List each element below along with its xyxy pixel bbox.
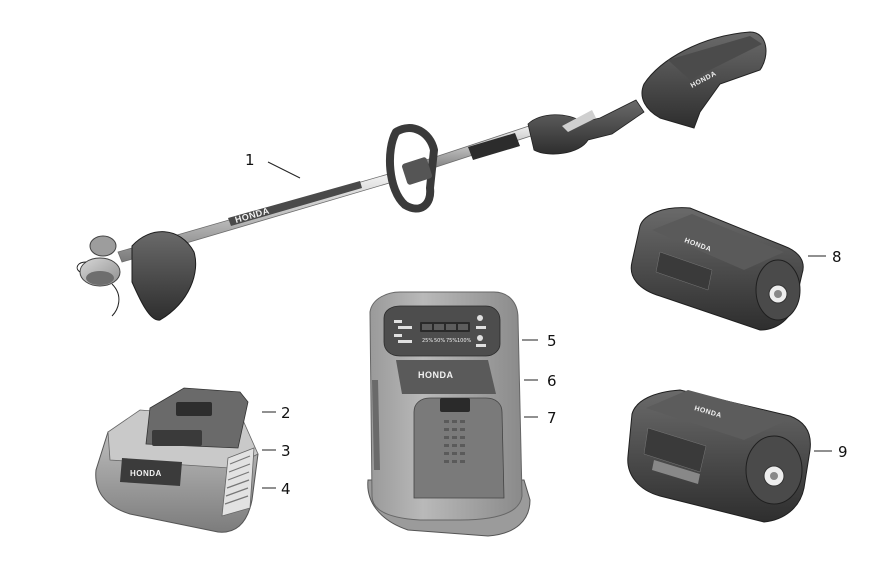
battery-large: HONDA — [627, 389, 811, 523]
callout-9: 9 — [838, 443, 848, 461]
charger-large-dock-grille — [444, 420, 465, 463]
battery-small-top — [652, 214, 784, 270]
charger-small-vent-slots — [224, 455, 251, 505]
battery-large-label — [643, 427, 707, 473]
callout-3: 3 — [281, 442, 291, 460]
spool-cap — [86, 271, 114, 285]
rear-housing-top — [668, 36, 762, 80]
battery-small-label — [655, 251, 713, 291]
callout-2: 2 — [281, 404, 291, 422]
charger-led-bar — [420, 322, 470, 332]
callout-4: 4 — [281, 480, 291, 498]
charger-small-badge — [120, 458, 182, 486]
led-level-100: 100% — [457, 338, 472, 344]
charger-small-brand: HONDA — [130, 469, 162, 478]
charger-small: HONDA — [95, 387, 259, 533]
battery-large-top — [646, 390, 792, 440]
battery-small: HONDA — [630, 207, 804, 331]
callouts: 1 2 3 4 5 6 7 8 9 — [245, 151, 848, 498]
callout-5: 5 — [547, 332, 557, 350]
trimmer-line — [76, 261, 120, 317]
led-level-75: 75% — [446, 338, 457, 344]
callout-7: 7 — [547, 409, 557, 427]
battery-large-terminal-core — [770, 472, 778, 480]
leader-line-1 — [267, 161, 301, 179]
callout-1: 1 — [245, 151, 255, 169]
loop-handle-clamp — [402, 157, 432, 185]
charger-large-badge — [396, 360, 496, 394]
front-grip — [468, 133, 520, 160]
battery-large-release-latch — [652, 460, 700, 484]
charger-status-icons — [394, 315, 486, 347]
charger-large-brand: HONDA — [418, 370, 454, 380]
callout-6: 6 — [547, 372, 557, 390]
callout-8: 8 — [832, 248, 842, 266]
trigger-housing — [527, 99, 645, 155]
gear-head — [89, 235, 117, 257]
charger-large-side-vent — [372, 380, 380, 470]
charger-large: 25% 50% 75% 100% HONDA — [367, 291, 531, 537]
charger-led-segments — [422, 324, 468, 330]
shaft-decal — [228, 181, 362, 226]
string-trimmer: HONDA HONDA — [76, 31, 767, 321]
led-level-50: 50% — [434, 338, 445, 344]
charger-large-contacts — [440, 398, 470, 412]
led-level-25: 25% — [422, 338, 433, 344]
charger-small-contacts — [176, 402, 212, 416]
loop-handle — [385, 124, 438, 213]
trigger — [562, 110, 596, 132]
charger-small-slot — [152, 430, 202, 446]
trimmer-guard — [131, 231, 197, 321]
battery-small-terminal-core — [774, 290, 782, 298]
charger-large-dock — [413, 397, 505, 499]
